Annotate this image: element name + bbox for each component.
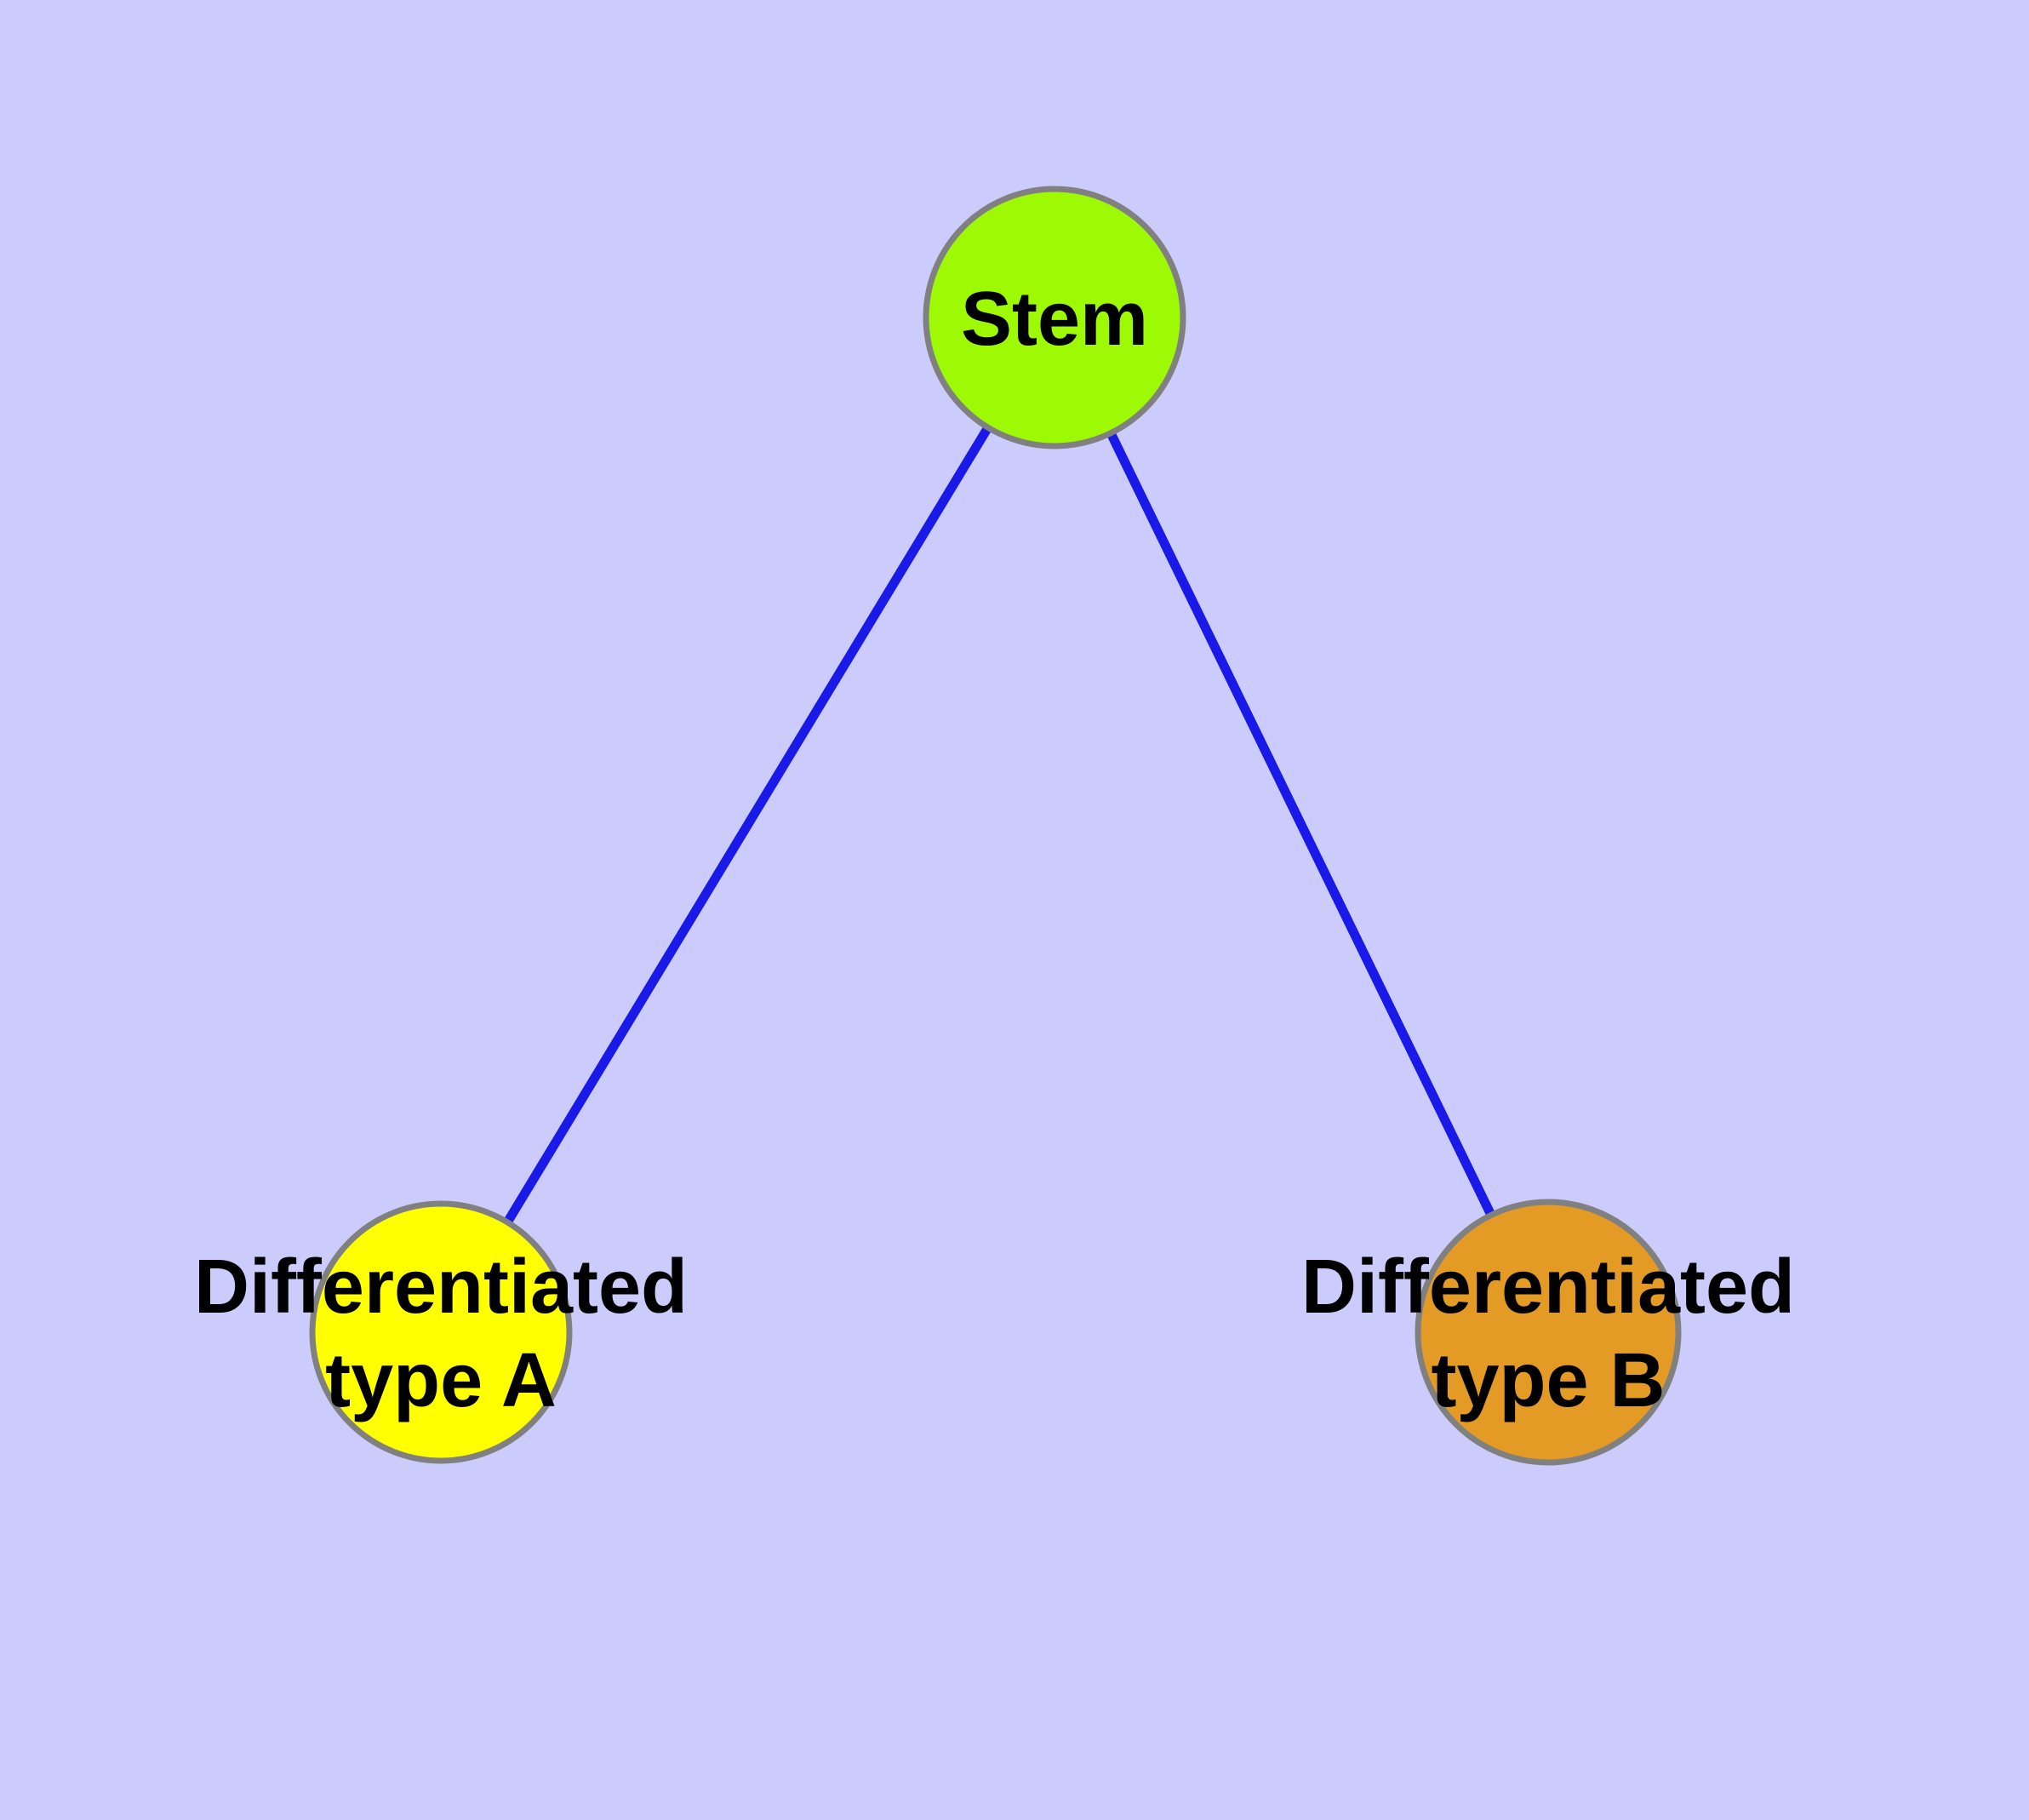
node-diff-a-label-line2: type A (325, 1338, 557, 1423)
node-stem-label-line1: Stem (961, 277, 1148, 362)
edge-stem-to-diff-a[interactable] (503, 425, 992, 1225)
node-stem[interactable] (923, 186, 1186, 449)
node-diff-a[interactable] (309, 1200, 573, 1464)
node-diff-b-label-line2: type B (1431, 1338, 1665, 1423)
edge-layer (503, 425, 1496, 1225)
node-diff-b-label-line1: Differentiated (1301, 1245, 1795, 1330)
node-diff-b[interactable] (1415, 1199, 1682, 1466)
label-layer: Stem Differentiated type A Differentiate… (194, 277, 1795, 1423)
node-stem-circle[interactable] (923, 186, 1186, 449)
node-diff-a-label-line1: Differentiated (194, 1245, 688, 1330)
node-diff-b-circle[interactable] (1415, 1199, 1682, 1466)
edge-stem-to-diff-b[interactable] (1106, 431, 1496, 1217)
node-diff-a-circle[interactable] (309, 1200, 573, 1464)
node-layer (309, 186, 1682, 1466)
